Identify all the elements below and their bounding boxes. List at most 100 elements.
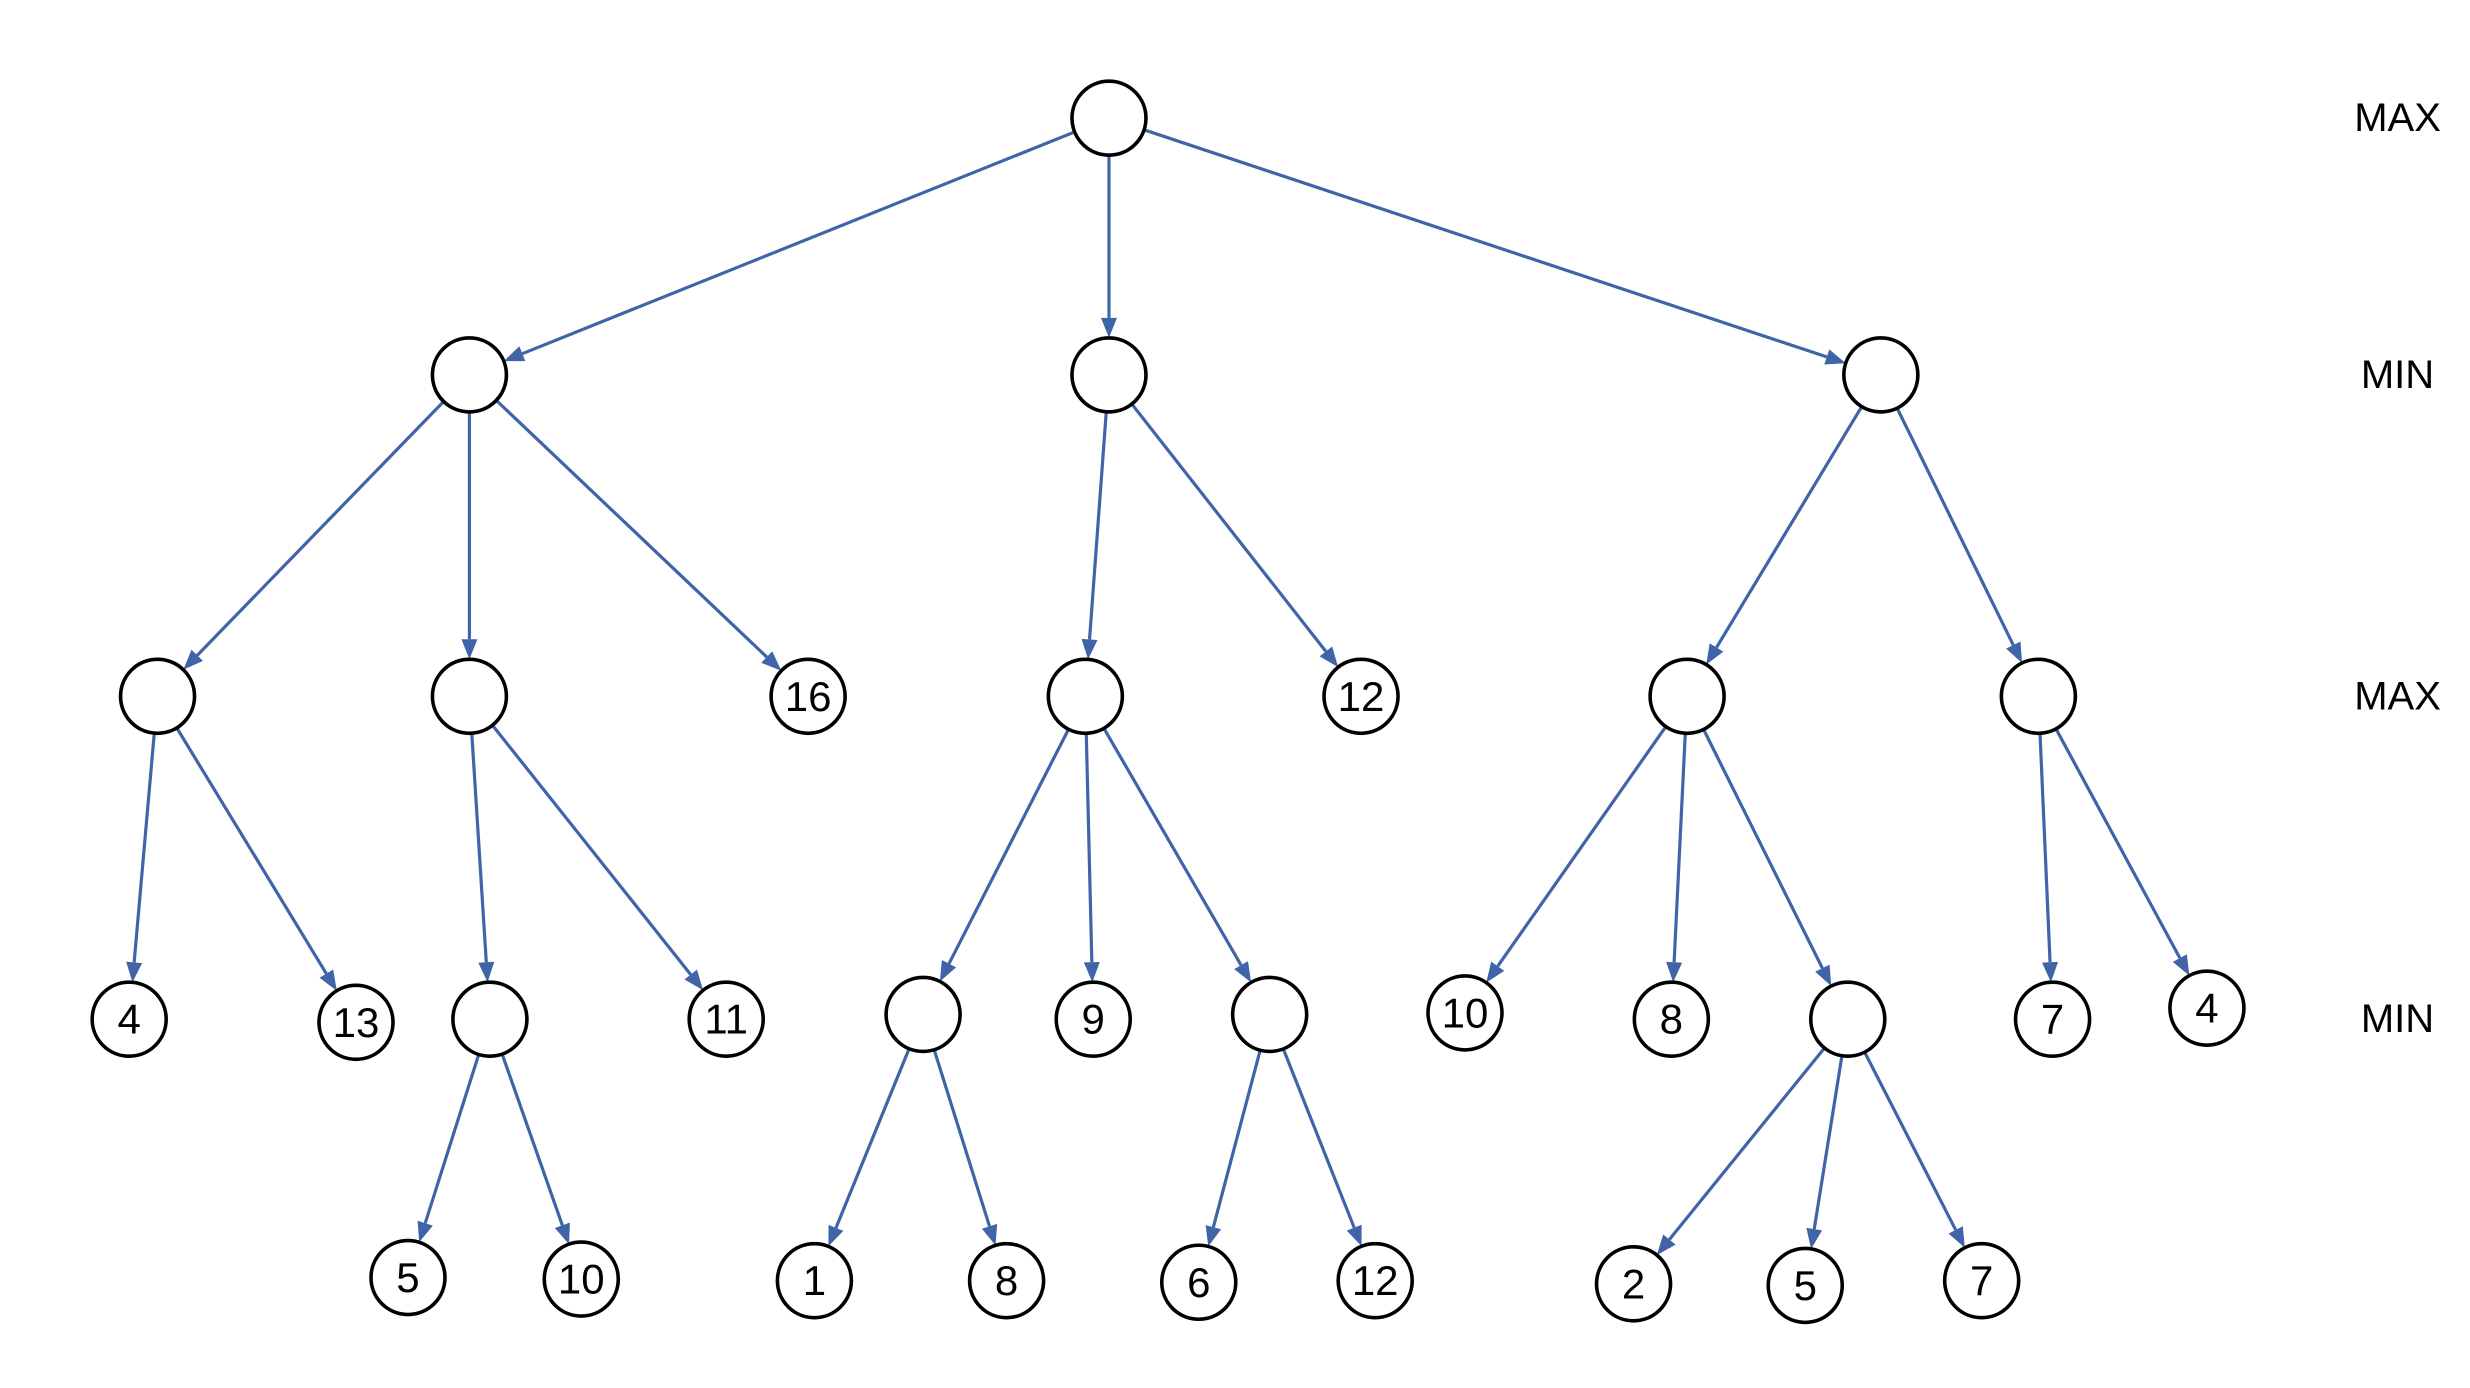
arrowhead-icon — [1948, 1226, 1965, 1248]
arrowhead-icon — [939, 960, 957, 982]
node-value: 7 — [1970, 1257, 1993, 1304]
tree-node-c1zc: 7 — [1942, 1241, 2021, 1320]
edge-c1-c1x — [1486, 725, 1668, 983]
edge-line — [1715, 405, 1864, 649]
tree-node-a2x — [451, 980, 529, 1058]
tree-node-b — [1070, 336, 1148, 414]
arrowhead-icon — [126, 961, 143, 983]
edge-a-a2 — [461, 411, 478, 660]
edge-line — [1863, 1051, 1958, 1231]
edge-line — [1084, 733, 1094, 963]
arrowhead-icon — [761, 651, 782, 671]
edge-line — [2054, 728, 2182, 959]
arrowhead-icon — [503, 346, 526, 362]
node-circle — [1159, 1243, 1238, 1322]
node-circle — [1426, 974, 1504, 1052]
node-value: 4 — [117, 996, 140, 1043]
node-value: 10 — [1442, 989, 1489, 1036]
tree-node-root — [1070, 79, 1148, 157]
edge-b1-b1x — [939, 728, 1070, 982]
edge-c1z-c1za — [1656, 1046, 1826, 1256]
arrowhead-icon — [1083, 962, 1100, 983]
level-label-1: MIN — [2361, 353, 2434, 397]
node-circle — [1322, 657, 1400, 736]
edge-a1-a1y — [175, 727, 337, 991]
node-value: 1 — [803, 1257, 826, 1304]
edge-line — [1130, 403, 1328, 653]
tree-node-b1 — [1046, 657, 1125, 736]
node-value: 11 — [704, 996, 748, 1043]
edge-line — [1895, 407, 2015, 646]
edge-a2-a2y — [491, 724, 704, 991]
node-value: 10 — [558, 1256, 605, 1303]
node-value: 13 — [333, 999, 380, 1046]
edge-root-c — [1143, 128, 1846, 365]
arrowhead-icon — [1815, 964, 1832, 987]
tree-node-a3: 16 — [769, 657, 847, 736]
node-circle — [687, 980, 765, 1058]
arrowhead-icon — [1205, 1225, 1222, 1247]
arrowhead-icon — [1346, 1224, 1362, 1247]
tree-node-a — [430, 336, 509, 414]
node-circle — [1999, 657, 2078, 736]
arrowhead-icon — [417, 1220, 433, 1243]
node-value: 16 — [785, 673, 832, 720]
node-circle — [430, 657, 509, 736]
node-value: 6 — [1187, 1259, 1210, 1306]
edge-line — [1672, 733, 1687, 963]
edge-line — [521, 130, 1076, 356]
tree-node-a2xb: 10 — [542, 1240, 621, 1318]
edge-line — [175, 727, 328, 975]
arrowhead-icon — [1806, 1227, 1823, 1249]
node-circle — [118, 657, 197, 736]
node-circle — [769, 657, 847, 736]
arrowhead-icon — [183, 649, 203, 670]
edge-line — [132, 732, 156, 963]
node-circle — [1054, 980, 1133, 1058]
edge-b1z-b1zb — [1281, 1048, 1362, 1247]
node-circle — [1808, 980, 1887, 1058]
tree-node-c1y: 8 — [1632, 980, 1711, 1058]
tree-node-c2 — [1999, 657, 2078, 736]
edge-line — [500, 1053, 564, 1226]
arrowhead-icon — [319, 969, 337, 991]
arrowhead-icon — [1081, 638, 1098, 660]
arrowhead-icon — [981, 1223, 998, 1246]
edge-a-a3 — [495, 399, 782, 671]
tree-node-c1zb: 5 — [1766, 1246, 1845, 1325]
tree-node-c1 — [1648, 657, 1726, 736]
edge-line — [491, 724, 692, 976]
arrowhead-icon — [1486, 961, 1505, 983]
tree-node-b1z — [1230, 975, 1309, 1054]
edge-line — [834, 1048, 911, 1229]
edge-line — [196, 400, 445, 657]
tree-node-b1xa: 1 — [775, 1241, 854, 1320]
edge-line — [1496, 725, 1668, 968]
node-value: 2 — [1622, 1260, 1645, 1307]
arrowhead-icon — [828, 1224, 844, 1247]
edge-line — [423, 1053, 481, 1224]
tree-node-b2: 12 — [1322, 657, 1400, 736]
edge-b-b1 — [1081, 411, 1108, 660]
node-circle — [317, 983, 395, 1062]
edge-a-a1 — [183, 400, 445, 670]
tree-node-a2y: 11 — [687, 980, 765, 1058]
level-label-3: MIN — [2361, 997, 2434, 1041]
node-circle — [967, 1241, 1046, 1320]
edge-line — [932, 1049, 992, 1227]
arrowhead-icon — [2006, 641, 2023, 664]
node-circle — [1942, 1241, 2021, 1320]
edge-b1z-b1za — [1205, 1049, 1262, 1247]
node-value: 8 — [995, 1257, 1018, 1304]
arrowhead-icon — [1234, 961, 1252, 983]
node-circle — [369, 1238, 447, 1317]
edge-line — [1087, 411, 1108, 640]
node-value: 9 — [1082, 996, 1105, 1043]
edge-line — [1812, 1055, 1844, 1230]
tree-node-c1x: 10 — [1426, 974, 1504, 1052]
node-circle — [1766, 1246, 1845, 1325]
edge-a1-a1x — [126, 732, 156, 983]
tree-node-a2xa: 5 — [369, 1238, 447, 1317]
node-value: 8 — [1660, 996, 1683, 1043]
